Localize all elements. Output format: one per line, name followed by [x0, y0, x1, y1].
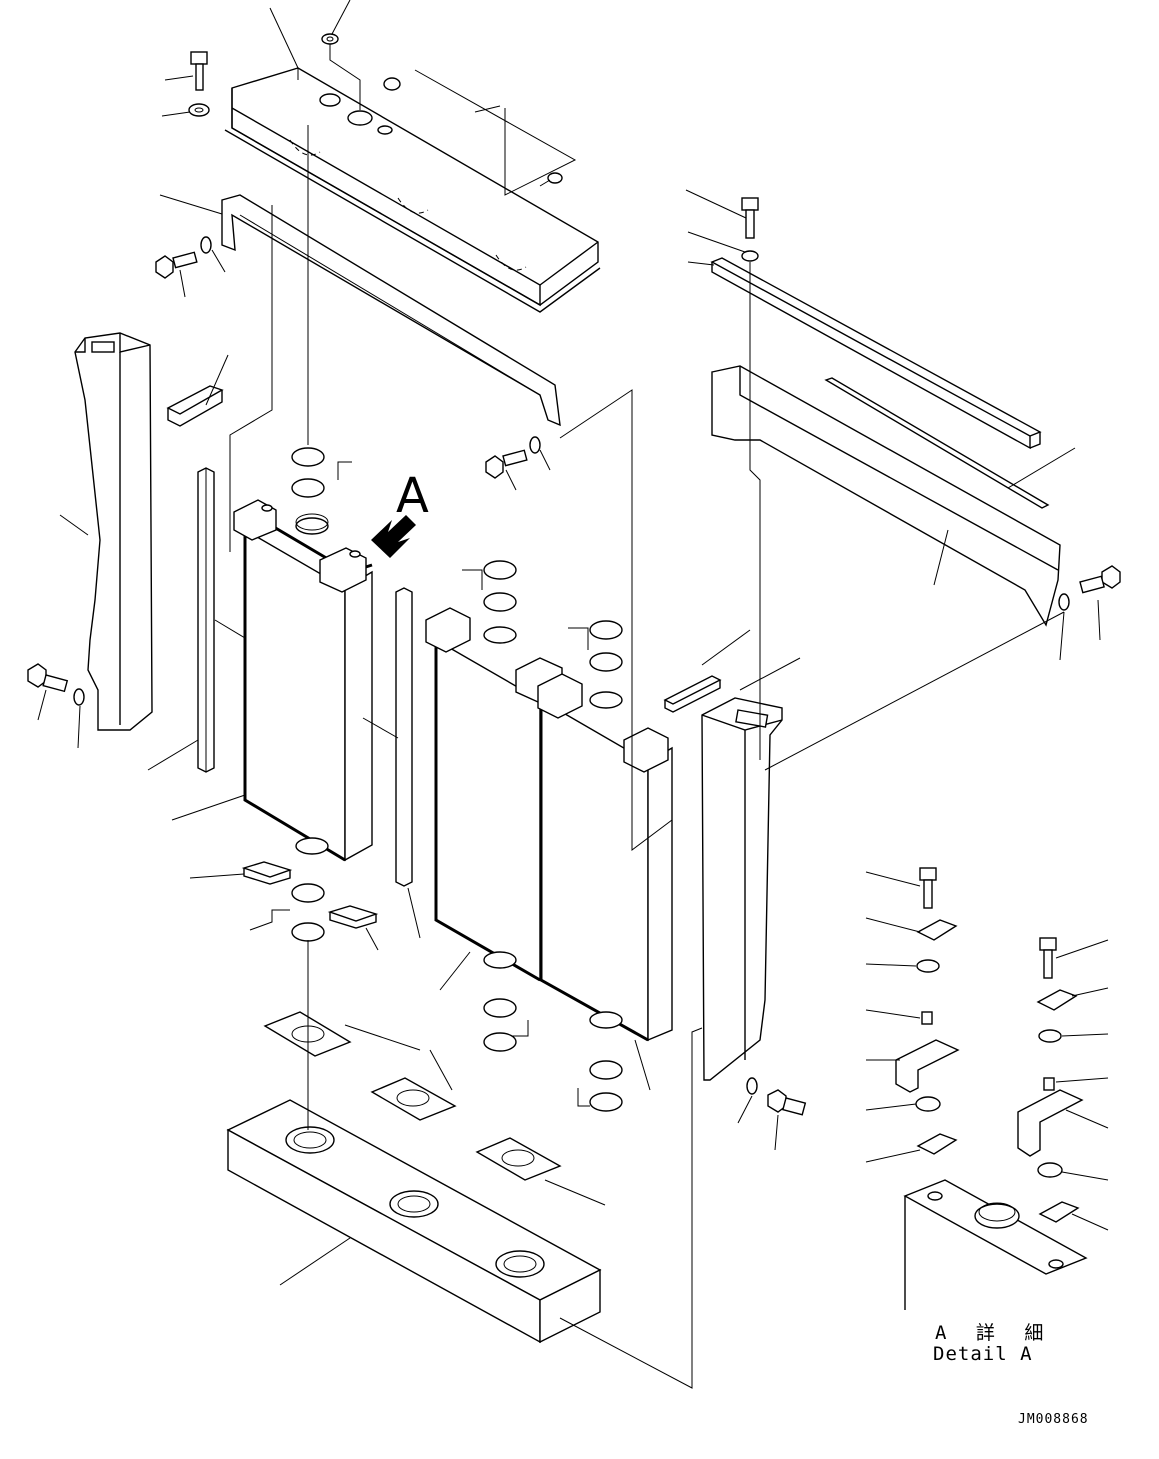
right-frame-seal-strip: [663, 675, 722, 713]
upper-tank-plug: [539, 172, 563, 187]
detail-a-tank-section: [903, 1179, 1088, 1310]
left-mount-rubber-pads: [241, 861, 379, 929]
upper-right-bolt: [741, 197, 759, 262]
upper-left-bolt: [188, 51, 210, 117]
left-vertical-seal: [197, 467, 215, 773]
left-frame-bolt: [27, 663, 85, 706]
detail-hardware-left-column: [895, 867, 960, 1155]
left-cooler-core: [233, 499, 373, 862]
upper-right-support-bracket: [711, 365, 1061, 627]
upper-right-angle-rail: [710, 257, 1042, 450]
upper-right-seal-strip: [824, 377, 1050, 509]
o-rings-left: [291, 447, 325, 942]
upper-tank: [224, 67, 601, 313]
right-frame-bolt: [746, 1077, 807, 1116]
drawing-number: JM008868: [1018, 1412, 1089, 1427]
cap-washer: [321, 33, 339, 45]
detail-hardware-right-column: [1017, 937, 1084, 1223]
rail-bolt-left: [155, 236, 212, 279]
rail-bolt-right: [485, 436, 541, 479]
aftercooler-core: [537, 673, 673, 1042]
right-side-frame: [701, 697, 783, 1081]
upper-bracket-rail: [221, 194, 561, 427]
left-core-seal-strip: [395, 587, 413, 887]
lower-tank: [226, 1099, 602, 1344]
left-seal-strip: [166, 385, 224, 427]
detail-title-japanese: A 詳 細: [935, 1322, 1053, 1344]
leader-lines: [37, 0, 1109, 1389]
o-rings-center: [483, 560, 623, 1112]
detail-title-english: Detail A: [933, 1343, 1033, 1365]
lower-right-bracket-bolt: [1058, 565, 1121, 611]
view-a-label: A: [396, 468, 429, 524]
view-a-arrow-icon: [371, 515, 416, 558]
left-side-frame: [74, 332, 153, 731]
